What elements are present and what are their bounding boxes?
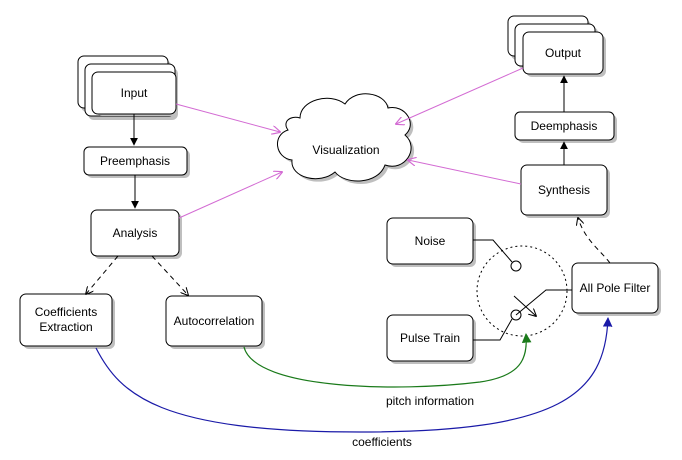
edge-analysis-coefficients [86,255,119,294]
synthesis-label: Synthesis [538,183,590,197]
switch-lever [513,295,536,316]
edge-output-visualization [396,67,524,124]
noise-node: Noise [386,217,476,267]
visualization-node: Visualization [277,93,415,185]
edge-filter-synthesis [578,218,611,264]
coefficients-label: coefficients [352,435,412,449]
preemphasis-node: Preemphasis [83,146,190,178]
flow-edges [130,75,568,209]
dashed-edges [86,218,611,295]
edge-coefficients [95,317,613,433]
coefficients-extraction-label-line1: Coefficients [35,305,97,319]
input-node: Input [77,55,178,120]
pulse-train-label: Pulse Train [400,331,460,345]
edge-pitch-information [243,333,532,388]
voicing-switch [473,239,572,341]
all-pole-filter-node: All Pole Filter [571,262,661,316]
noise-label: Noise [415,234,446,248]
noise-contact [510,260,522,272]
deemphasis-label: Deemphasis [531,119,598,133]
visualization-edges [175,67,524,219]
preemphasis-label: Preemphasis [100,154,170,168]
all-pole-filter-label: All Pole Filter [580,281,651,295]
pulse-train-node: Pulse Train [386,314,476,364]
output-node: Output [507,15,606,77]
edge-analysis-visualization [178,172,282,219]
analysis-node: Analysis [90,209,182,259]
visualization-label: Visualization [312,143,379,157]
coefficients-extraction-node: Coefficients Extraction [19,293,115,349]
edge-input-visualization [175,103,280,132]
pitch-information-label: pitch information [386,394,474,408]
analysis-label: Analysis [113,226,158,240]
edge-synthesis-visualization [408,160,522,185]
input-label: Input [121,86,148,100]
autocorrelation-label: Autocorrelation [174,314,255,328]
edge-analysis-autocorrelation [151,255,188,295]
synthesis-node: Synthesis [520,164,610,218]
deemphasis-node: Deemphasis [514,111,617,143]
output-label: Output [545,46,582,60]
autocorrelation-node: Autocorrelation [165,295,265,349]
coefficients-extraction-label-line2: Extraction [39,320,92,334]
